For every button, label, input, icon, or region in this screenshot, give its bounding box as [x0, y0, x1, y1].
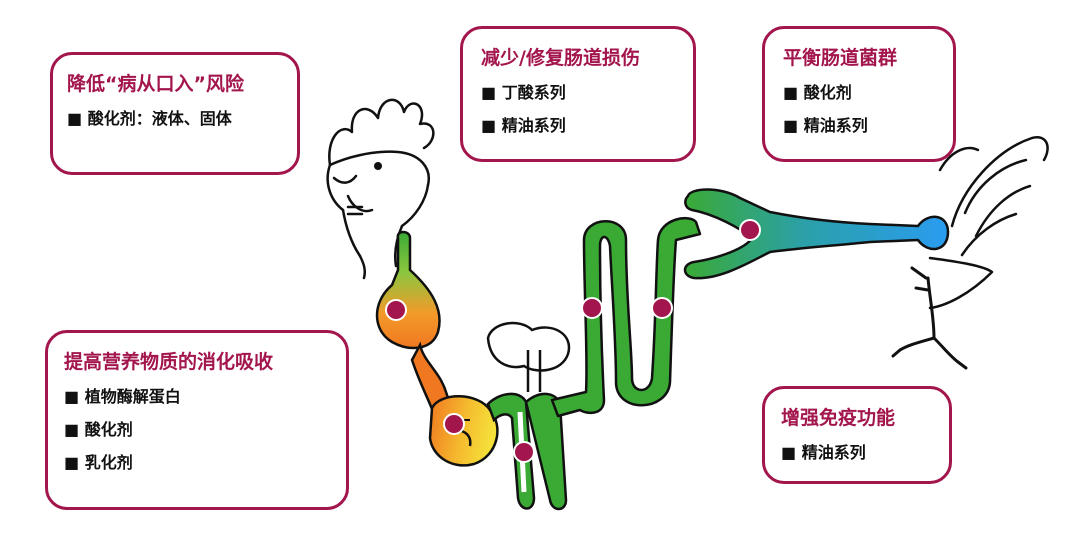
box-item: ■ 植物酶解蛋白 — [64, 387, 181, 406]
box-item: ■ 精油系列 — [783, 116, 868, 135]
box-title: 减少/修复肠道损伤 — [481, 47, 640, 69]
box-improve-digestion: 提高营养物质的消化吸收 ■ 植物酶解蛋白 ■ 酸化剂 ■ 乳化剂 — [45, 330, 349, 510]
chicken-tail-icon — [928, 135, 1049, 310]
site-markers — [385, 219, 761, 463]
box-balance-gut-flora: 平衡肠道菌群 ■ 酸化剂 ■ 精油系列 — [762, 26, 956, 162]
site-marker-icon — [651, 297, 673, 319]
box-title: 增强免疫功能 — [781, 407, 896, 429]
box-item: ■ 酸化剂 — [64, 420, 133, 439]
site-marker-icon — [513, 441, 535, 463]
box-title: 提高营养物质的消化吸收 — [64, 351, 274, 373]
box-title: 平衡肠道菌群 — [783, 47, 898, 69]
box-repair-gut-damage: 减少/修复肠道损伤 ■ 丁酸系列 ■ 精油系列 — [460, 26, 696, 162]
box-item: ■ 精油系列 — [781, 443, 866, 462]
site-marker-icon — [443, 413, 465, 435]
box-item: ■ 精油系列 — [481, 116, 566, 135]
box-item: ■ 乳化剂 — [64, 453, 133, 472]
box-item: ■ 酸化剂 — [783, 83, 852, 102]
box-reduce-disease-risk: 降低“病从口入”风险 ■ 酸化剂：液体、固体 — [50, 52, 300, 175]
chicken-eye-icon — [374, 162, 382, 170]
box-item: ■ 酸化剂：液体、固体 — [67, 109, 232, 128]
box-title: 降低“病从口入”风险 — [67, 73, 244, 95]
site-marker-icon — [739, 219, 761, 241]
box-enhance-immunity: 增强免疫功能 ■ 精油系列 — [762, 386, 952, 484]
site-marker-icon — [581, 297, 603, 319]
box-item: ■ 丁酸系列 — [481, 83, 566, 102]
chicken-head-icon — [326, 98, 435, 280]
chicken-foot-icon — [891, 266, 968, 370]
site-marker-icon — [385, 299, 407, 321]
